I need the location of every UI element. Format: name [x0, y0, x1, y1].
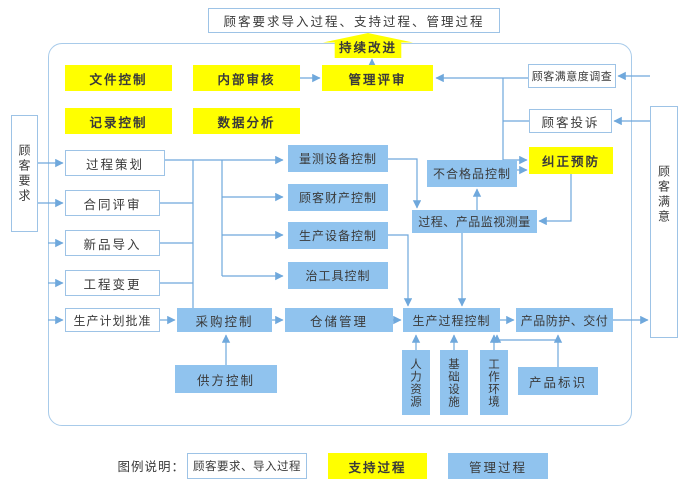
top-banner: 顾客要求导入过程、支持过程、管理过程 [208, 8, 500, 33]
node-production-process-control: 生产过程控制 [403, 308, 500, 332]
node-corrective-preventive: 纠正预防 [529, 147, 613, 174]
node-production-equipment: 生产设备控制 [288, 222, 388, 249]
node-production-plan-approval: 生产计划批准 [65, 308, 160, 332]
node-record-control: 记录控制 [65, 108, 172, 134]
customer-satisfaction-bar: 顾客满意 [650, 106, 678, 338]
node-product-identification: 产品标识 [518, 367, 598, 395]
node-process-product-monitoring: 过程、产品监视测量 [412, 210, 537, 233]
node-internal-audit: 内部审核 [193, 65, 300, 91]
node-work-environment: 工作环境 [480, 350, 508, 415]
node-engineering-change: 工程变更 [65, 270, 160, 296]
node-infrastructure: 基础设施 [440, 350, 468, 415]
node-supplier-control: 供方控制 [175, 365, 277, 393]
legend-item-management: 管理过程 [448, 453, 548, 479]
node-product-protection-delivery: 产品防护、交付 [516, 308, 613, 332]
node-process-planning: 过程策划 [65, 150, 165, 176]
node-new-product-intro: 新品导入 [65, 230, 160, 256]
node-jig-tool-control: 治工具控制 [288, 262, 388, 289]
node-nonconforming-control: 不合格品控制 [427, 160, 517, 187]
node-customer-complaint: 顾客投诉 [529, 109, 612, 133]
node-satisfaction-survey: 顾客满意度调查 [528, 64, 616, 88]
legend-item-customer: 顾客要求、导入过程 [187, 453, 307, 479]
node-human-resources: 人力资源 [402, 350, 430, 415]
node-customer-property: 顾客财产控制 [288, 184, 388, 211]
node-mgmt-review: 管理评审 [322, 65, 433, 91]
node-contract-review: 合同评审 [65, 190, 160, 216]
node-warehouse-mgmt: 仓储管理 [285, 308, 393, 332]
node-measuring-equipment: 量测设备控制 [288, 145, 388, 172]
node-data-analysis: 数据分析 [193, 108, 300, 134]
legend-item-support: 支持过程 [328, 453, 427, 479]
customer-requirements-bar: 顾客要求 [11, 115, 38, 232]
node-purchasing-control: 采购控制 [177, 308, 272, 332]
node-doc-control: 文件控制 [65, 65, 172, 91]
legend-title: 图例说明： [117, 459, 185, 474]
